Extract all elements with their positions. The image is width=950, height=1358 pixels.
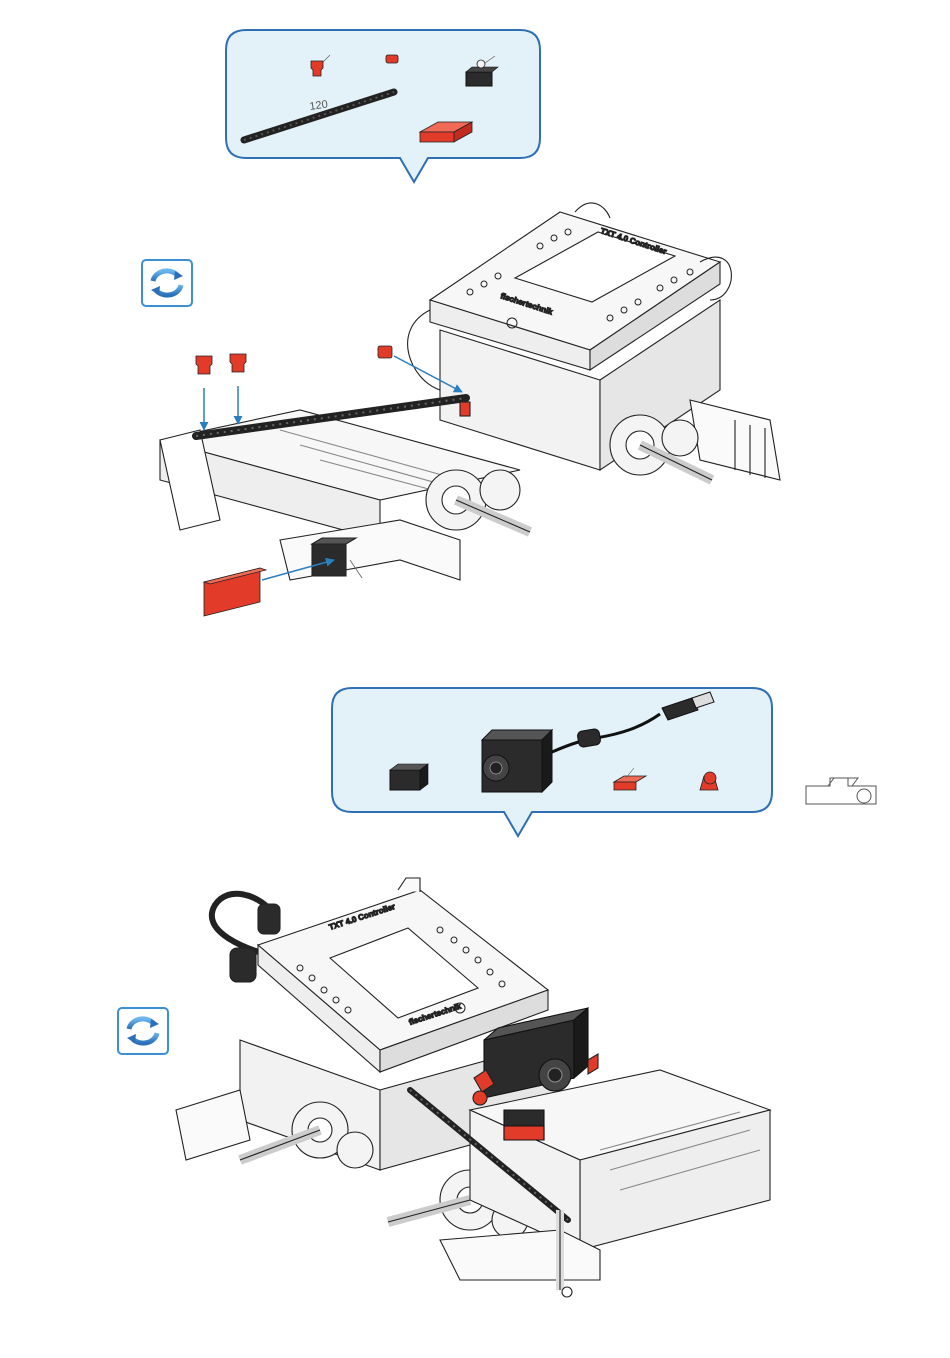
step1-robot-model: TXT 4.0 Controller fischertechnik xyxy=(160,203,780,580)
strut-length-label: 120 xyxy=(309,99,329,113)
red-cap-part xyxy=(386,55,398,63)
rotate-icon xyxy=(118,1008,168,1054)
step2-robot-model: TXT 4.0 Controller fischertechnik xyxy=(176,878,770,1297)
rotate-icon xyxy=(142,260,192,306)
step2-parts-callout xyxy=(332,688,772,836)
step1-parts-callout: 120 xyxy=(226,30,540,182)
camera-icon xyxy=(482,730,552,792)
red-plate-loose xyxy=(204,568,266,616)
gear-left xyxy=(426,470,530,532)
black-holder-part xyxy=(390,764,428,790)
building-block-icon xyxy=(806,778,876,804)
